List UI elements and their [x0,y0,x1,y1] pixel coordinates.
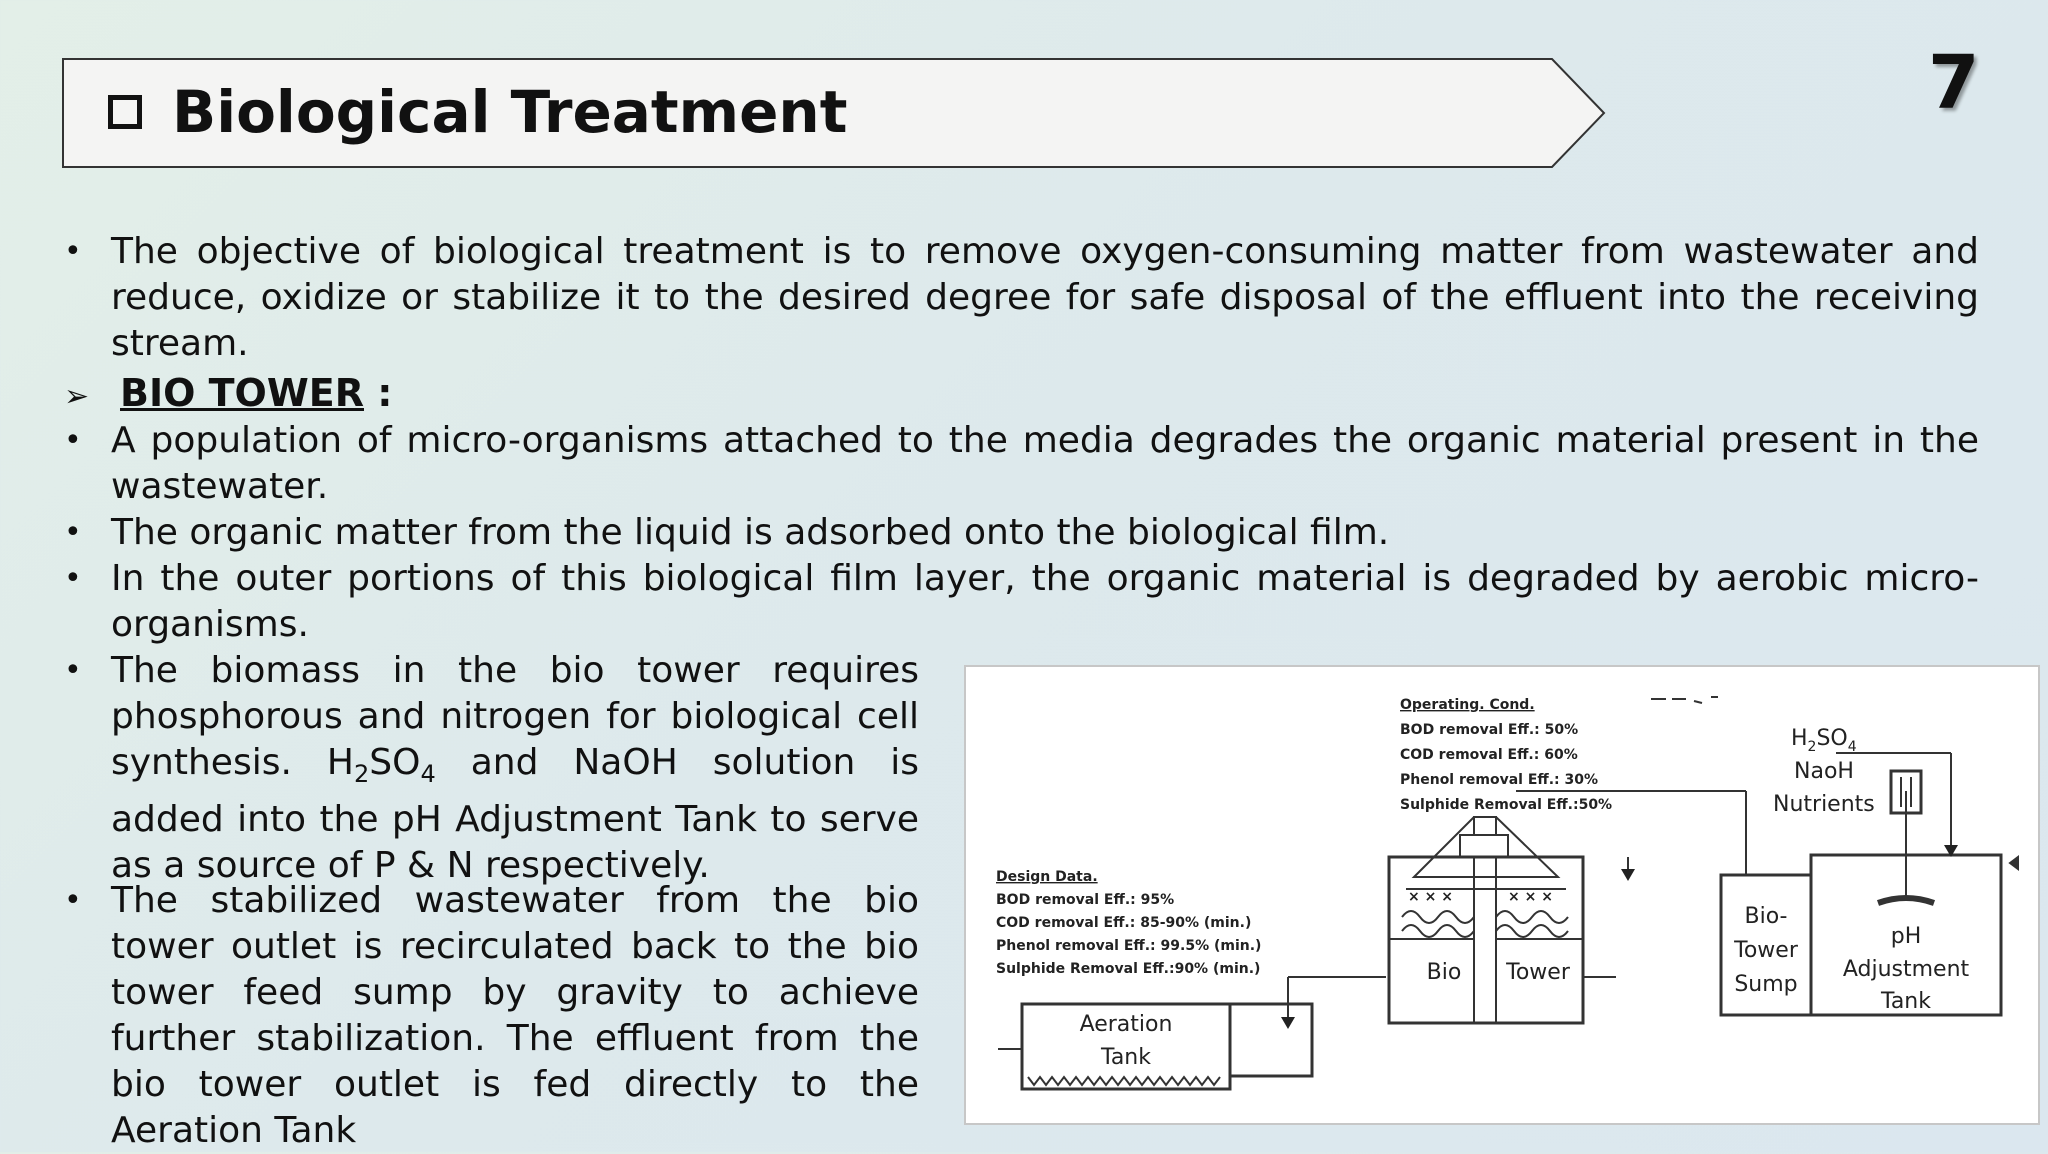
ph-tank-label: pH [1891,924,1922,949]
chem-so: SO [369,742,421,783]
operating-cond-line: COD removal Eff.: 60% [1400,747,1578,763]
process-diagram: Design Data. BOD removal Eff.: 95% COD r… [964,665,2040,1125]
chem-sub-2: 2 [353,760,370,789]
bio-tower-sump-label: Bio- [1744,904,1787,929]
bullet-icon: • [64,883,82,918]
page-number: 7 [1928,40,1980,126]
nutrients-label: Nutrients [1773,792,1875,817]
nutrients-text-2: and NaOH solution is added into the pH A… [111,742,919,887]
bio-tower-point-nutrients: The biomass in the bio tower requires ph… [111,648,919,889]
page-title: Biological Treatment [108,78,847,146]
bio-tower-point-recirculation: The stabilized wastewater from the bio t… [111,880,919,1151]
title-banner [62,58,1606,168]
h2so4-label: H2SO4 [1791,726,1857,755]
ph-tank-label: Tank [1880,989,1931,1014]
bio-tower-heading: ➢ BIO TOWER : [64,368,392,422]
checkbox-icon [108,95,142,129]
bio-tower-point: A population of micro-organisms attached… [111,420,1979,507]
bio-tower-label: Bio [1427,960,1462,985]
operating-cond-line: Phenol removal Eff.: 30% [1400,772,1598,788]
ph-tank-label: Adjustment [1843,957,1970,982]
bullet-icon: • [64,515,82,550]
bio-tower-sump-label: Sump [1734,972,1797,997]
operating-cond-line: Sulphide Removal Eff.:50% [1400,797,1612,813]
operating-cond-title: Operating. Cond. [1400,697,1535,713]
bullet-icon: • [64,234,82,269]
bullet-icon: • [64,423,82,458]
naoh-label: NaoH [1794,759,1854,784]
bio-tower-point: In the outer portions of this biological… [111,558,1979,645]
aeration-tank-label: Aeration [1080,1012,1173,1037]
bio-tower-point: The organic matter from the liquid is ad… [111,512,1390,553]
chem-h: H [326,742,354,783]
operating-cond-line: BOD removal Eff.: 50% [1400,722,1578,738]
arrow-bullet-icon: ➢ [64,379,90,414]
aeration-tank-label: Tank [1100,1045,1151,1070]
design-data-title: Design Data. [996,869,1098,885]
bio-tower-sump-label: Tower [1733,938,1799,963]
bullet-icon: • [64,653,82,688]
svg-text:× × ×: × × × [1408,889,1453,905]
bio-tower-label: Tower [1505,960,1571,985]
design-data-line: COD removal Eff.: 85-90% (min.) [996,915,1251,931]
page-title-text: Biological Treatment [172,78,848,146]
design-data-line: Sulphide Removal Eff.:90% (min.) [996,961,1260,977]
design-data-line: BOD removal Eff.: 95% [996,892,1174,908]
design-data-line: Phenol removal Eff.: 99.5% (min.) [996,938,1261,954]
bullet-icon: • [64,561,82,596]
bio-tower-heading-colon: : [364,371,393,415]
intro-paragraph: The objective of biological treatment is… [111,231,1979,364]
chem-sub-4: 4 [420,760,436,789]
svg-text:× × ×: × × × [1508,889,1553,905]
bio-tower-heading-label: BIO TOWER [120,371,364,415]
nutrients-text-1: The biomass in the bio tower requires ph… [111,650,919,783]
